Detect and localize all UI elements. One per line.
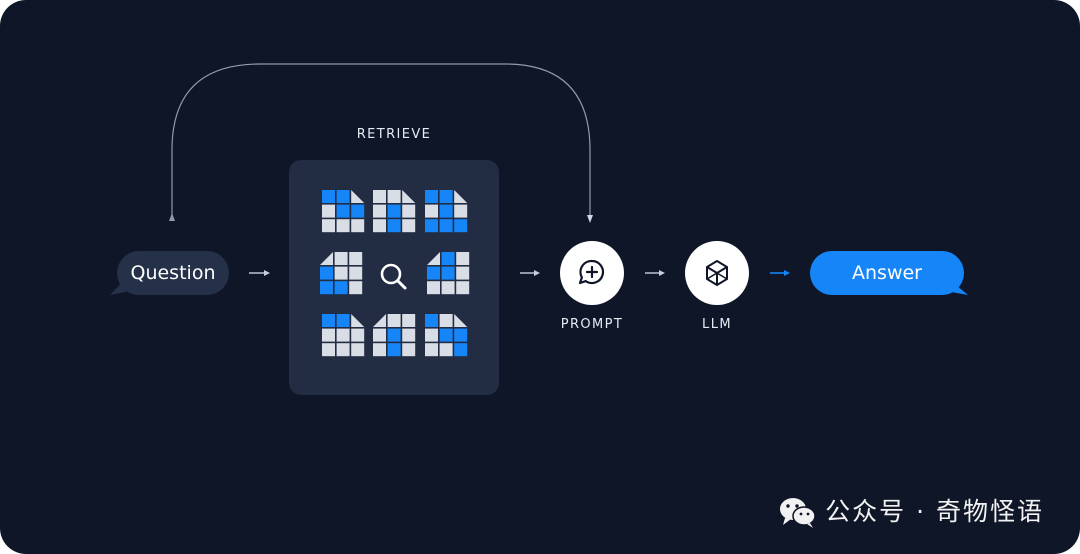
watermark-text: 公众号 · 奇物怪语 (825, 497, 1044, 526)
arrow-prompt-to-llm (645, 270, 665, 276)
document-icon (427, 252, 470, 295)
loop-start-arrowhead (169, 213, 175, 221)
answer-bubble: Answer (810, 251, 964, 295)
llm-label: LLM (702, 317, 732, 332)
document-grid (320, 190, 470, 357)
document-icon (322, 314, 365, 357)
document-icon (322, 190, 365, 233)
document-icon (425, 314, 468, 357)
document-icon (373, 190, 416, 233)
question-to-prompt-connector (171, 63, 591, 220)
retrieve-panel (289, 160, 499, 395)
document-icon (425, 190, 468, 233)
chat-plus-icon (578, 259, 605, 285)
watermark: 公众号 · 奇物怪语 (777, 494, 1044, 530)
document-icon (373, 314, 416, 357)
cube-icon (706, 260, 728, 286)
arrow-llm-to-answer (770, 270, 790, 276)
arrow-retrieve-to-prompt (520, 270, 540, 276)
document-icon (320, 252, 363, 295)
retrieve-label: RETRIEVE (356, 127, 432, 142)
loop-end-arrowhead (587, 215, 593, 223)
llm-node (685, 241, 749, 305)
search-icon (380, 263, 407, 290)
question-bubble: Question (117, 251, 229, 295)
arrow-question-to-retrieve (249, 270, 270, 276)
wechat-icon (780, 498, 816, 528)
prompt-node (560, 241, 624, 305)
prompt-label: PROMPT (560, 317, 624, 332)
